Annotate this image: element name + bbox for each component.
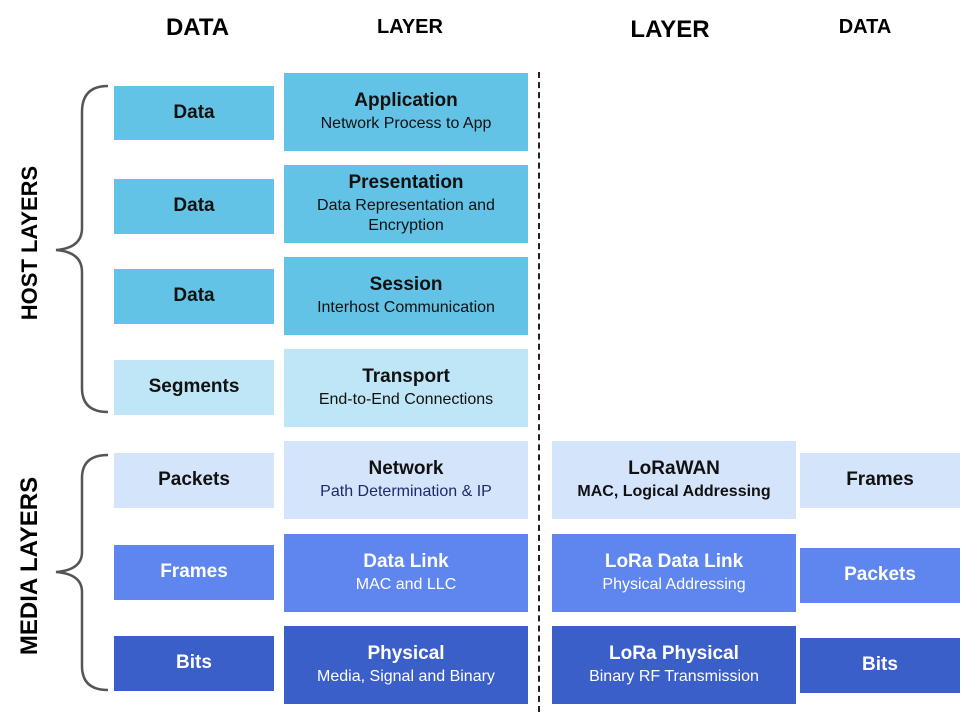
osi-data-transport: Segments bbox=[114, 360, 274, 415]
lora-data-physical: Bits bbox=[800, 638, 960, 693]
osi-layer-subtitle: Interhost Communication bbox=[317, 298, 495, 316]
lora-layer-title: LoRa Physical bbox=[609, 643, 739, 665]
osi-data-application: Data bbox=[114, 86, 274, 140]
osi-layer-subtitle: Media, Signal and Binary bbox=[317, 667, 495, 685]
osi-layer-session: Session Interhost Communication bbox=[284, 257, 528, 335]
osi-layer-subtitle: Network Process to App bbox=[320, 114, 492, 132]
osi-data-presentation: Data bbox=[114, 179, 274, 234]
lora-layer-subtitle: Physical Addressing bbox=[602, 575, 746, 593]
lora-layer-physical: LoRa Physical Binary RF Transmission bbox=[552, 626, 796, 704]
osi-data-network: Packets bbox=[114, 453, 274, 508]
right-data-header: DATA bbox=[838, 16, 892, 38]
left-data-header: DATA bbox=[165, 14, 230, 41]
osi-layer-title: Transport bbox=[362, 366, 450, 388]
osi-layer-subtitle: End-to-End Connections bbox=[318, 390, 494, 408]
osi-data-physical: Bits bbox=[114, 636, 274, 691]
osi-layer-title: Data Link bbox=[363, 551, 449, 573]
right-layer-header: LAYER bbox=[630, 16, 710, 43]
osi-layer-subtitle: MAC and LLC bbox=[355, 575, 457, 593]
osi-layer-presentation: Presentation Data Representation and Enc… bbox=[284, 165, 528, 243]
osi-layer-subtitle: Path Determination & IP bbox=[320, 482, 492, 500]
group-braces bbox=[55, 84, 109, 692]
osi-layer-data-link: Data Link MAC and LLC bbox=[284, 534, 528, 612]
lora-layer-subtitle: MAC, Logical Addressing bbox=[577, 482, 771, 500]
lora-data-data-link: Packets bbox=[800, 548, 960, 603]
host-brace bbox=[55, 84, 109, 414]
lora-data-lorawan: Frames bbox=[800, 453, 960, 508]
osi-layer-network: Network Path Determination & IP bbox=[284, 441, 528, 519]
osi-layer-physical: Physical Media, Signal and Binary bbox=[284, 626, 528, 704]
osi-layer-application: Application Network Process to App bbox=[284, 73, 528, 151]
dashed-divider bbox=[538, 72, 540, 712]
osi-layer-title: Application bbox=[354, 90, 458, 112]
osi-layer-title: Network bbox=[368, 458, 444, 480]
osi-layer-subtitle: Data Representation and Encryption bbox=[317, 196, 495, 235]
media-brace bbox=[55, 453, 109, 692]
osi-layer-title: Session bbox=[369, 274, 443, 296]
lora-layer-title: LoRa Data Link bbox=[604, 551, 744, 573]
osi-layer-title: Physical bbox=[367, 643, 445, 665]
lora-layer-subtitle: Binary RF Transmission bbox=[589, 667, 759, 685]
lora-layer-lorawan: LoRaWAN MAC, Logical Addressing bbox=[552, 441, 796, 519]
osi-layer-title: Presentation bbox=[348, 171, 464, 193]
osi-data-data-link: Frames bbox=[114, 545, 274, 600]
lora-layer-title: LoRaWAN bbox=[628, 458, 720, 480]
lora-layer-data-link: LoRa Data Link Physical Addressing bbox=[552, 534, 796, 612]
osi-data-session: Data bbox=[114, 269, 274, 324]
left-layer-header: LAYER bbox=[377, 16, 443, 38]
osi-layer-transport: Transport End-to-End Connections bbox=[284, 349, 528, 427]
